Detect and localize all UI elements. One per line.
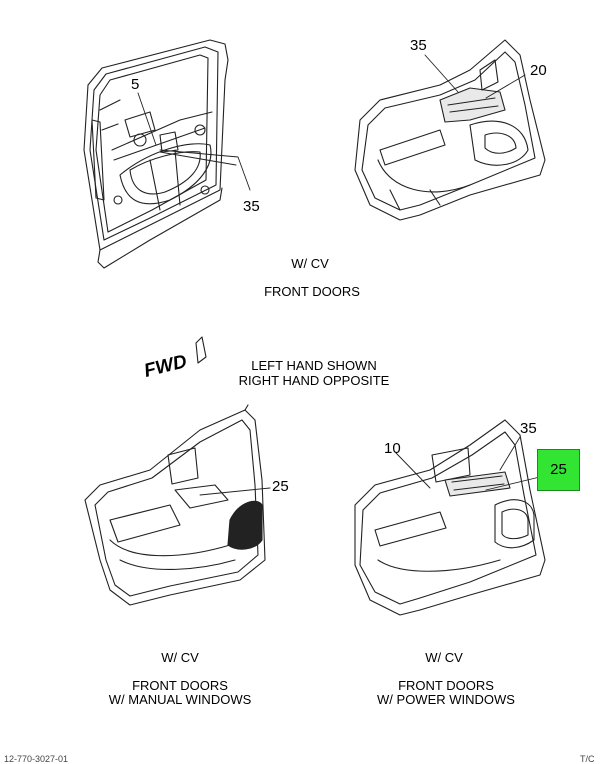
caption-variant-manual: W/ CV bbox=[161, 650, 199, 665]
caption-variant-power: W/ CV bbox=[425, 650, 463, 665]
footer-page-ref: T/C bbox=[580, 754, 595, 764]
door-frame-drawing bbox=[83, 39, 251, 269]
caption-power-windows: W/ POWER WINDOWS bbox=[377, 692, 515, 707]
caption-front-doors-power: FRONT DOORS bbox=[398, 678, 494, 693]
trim-panel-top-drawing bbox=[354, 39, 546, 221]
callout-20: 20 bbox=[530, 62, 547, 79]
callout-25: 25 bbox=[272, 478, 289, 495]
note-right-hand-opposite: RIGHT HAND OPPOSITE bbox=[238, 373, 390, 388]
forward-arrow-icon bbox=[195, 336, 207, 364]
callout-35: 35 bbox=[410, 37, 427, 54]
trim-panel-power-drawing bbox=[354, 419, 549, 616]
callout-35: 35 bbox=[520, 420, 537, 437]
trim-panel-manual-drawing bbox=[84, 404, 271, 606]
caption-variant-top: W/ CV bbox=[291, 256, 329, 271]
caption-title-top: FRONT DOORS bbox=[264, 284, 360, 299]
note-left-hand-shown: LEFT HAND SHOWN bbox=[251, 358, 377, 373]
caption-front-doors-manual: FRONT DOORS bbox=[132, 678, 228, 693]
callout-35: 35 bbox=[243, 198, 260, 215]
highlighted-callout-25: 25 bbox=[537, 449, 580, 491]
caption-manual-windows: W/ MANUAL WINDOWS bbox=[108, 692, 252, 707]
footer-doc-id: 12-770-3027-01 bbox=[4, 754, 69, 764]
callout-10: 10 bbox=[384, 440, 401, 457]
callout-5: 5 bbox=[131, 76, 140, 93]
